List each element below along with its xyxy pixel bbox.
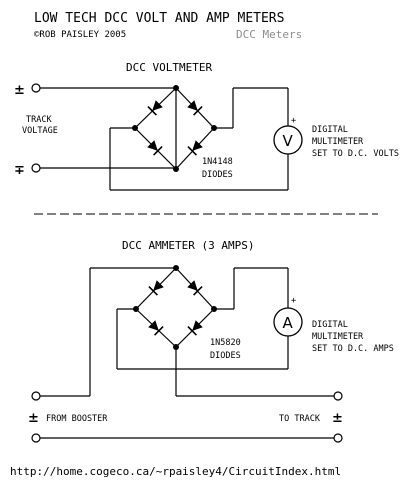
voltmeter-diode-part: 1N4148 [202, 157, 233, 167]
to-track-label: TO TRACK [279, 414, 321, 424]
voltmeter-meter: V [273, 125, 303, 155]
ammeter-meter: A [273, 307, 303, 337]
ammeter-dmm-line3: SET TO D.C. AMPS [312, 344, 394, 354]
booster-plus-minus: ± [28, 411, 39, 426]
track-plus-minus: ± [332, 411, 343, 426]
ammeter-plus-sign: + [291, 296, 296, 306]
track-terminal-bottom [31, 163, 41, 173]
voltmeter-dmm-line1: DIGITAL [312, 125, 348, 135]
ammeter-dmm-line2: MULTIMETER [312, 332, 364, 342]
voltmeter-meter-letter: V [283, 132, 294, 150]
track-out-terminal-top [333, 391, 343, 401]
track-label: TRACK [26, 115, 52, 125]
voltmeter-diode-word: DIODES [202, 170, 233, 180]
voltmeter-heading: DCC VOLTMETER [126, 61, 212, 74]
voltmeter-dmm-line2: MULTIMETER [312, 137, 364, 147]
ammeter-heading: DCC AMMETER (3 AMPS) [122, 239, 254, 252]
ammeter-diode-part: 1N5820 [210, 338, 241, 348]
page-subtitle: DCC Meters [236, 28, 302, 41]
voltage-label: VOLTAGE [22, 126, 58, 136]
booster-terminal-bottom [31, 433, 41, 443]
from-booster-label: FROM BOOSTER [46, 414, 108, 424]
ammeter-diode-word: DIODES [210, 351, 241, 361]
page-title: LOW TECH DCC VOLT AND AMP METERS [34, 11, 284, 26]
voltmeter-circuit [40, 85, 289, 191]
track-out-terminal-bottom [333, 433, 343, 443]
source-url[interactable]: http://home.cogeco.ca/~rpaisley4/Circuit… [10, 465, 341, 478]
voltmeter-plus-sign: + [291, 116, 296, 126]
ammeter-circuit [40, 265, 334, 439]
voltmeter-dmm-line3: SET TO D.C. VOLTS [312, 149, 399, 159]
ammeter-dmm-line1: DIGITAL [312, 320, 348, 330]
minus-plus-symbol: ∓ [14, 163, 25, 178]
ammeter-meter-letter: A [283, 314, 294, 332]
copyright-text: ©ROB PAISLEY 2005 [34, 30, 126, 40]
track-terminal-top [31, 83, 41, 93]
plus-minus-symbol: ± [14, 83, 25, 98]
booster-terminal-top [31, 391, 41, 401]
